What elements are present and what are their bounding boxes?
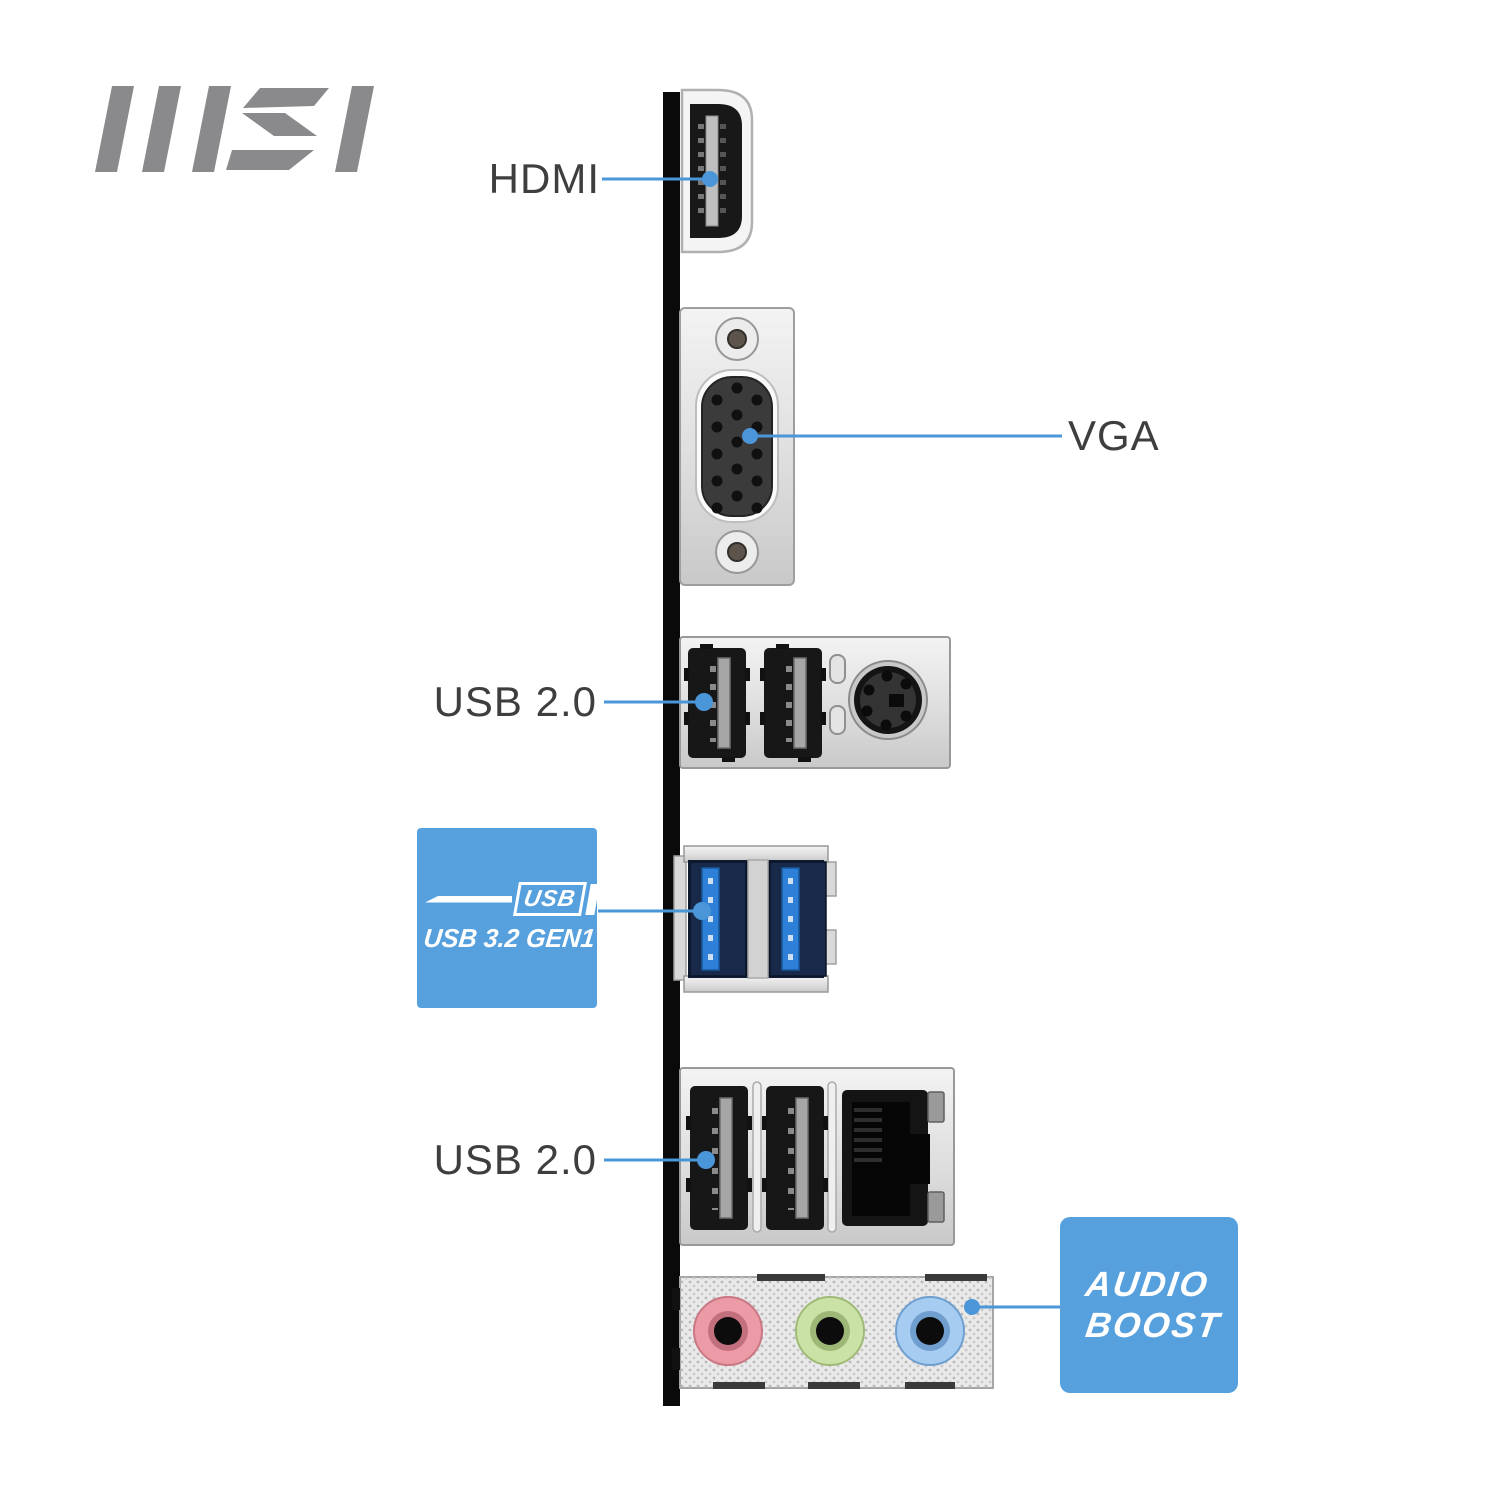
audio-jack-pink: [693, 1296, 763, 1366]
usb2-top-callout-dot: [695, 693, 713, 711]
audio-callout-dot: [964, 1299, 980, 1315]
usb2-top-label: USB 2.0: [433, 678, 597, 725]
usb3-port: [689, 861, 747, 977]
usb2-port: [760, 644, 826, 762]
msi-logo: [95, 86, 374, 172]
audio-jack-green: [795, 1296, 865, 1366]
usb2-lan-block: [679, 1067, 955, 1246]
msi-logo-label: [95, 86, 380, 172]
usb-logo-bar: [425, 895, 513, 903]
usb32-gen1-badge: USB USB 3.2 GEN1: [417, 828, 600, 1008]
hdmi-callout-dot: [702, 171, 718, 187]
lan-port-icon: [842, 1090, 945, 1226]
ps2-port-icon: [829, 654, 928, 740]
callout-lines: [598, 171, 1062, 1315]
usb32-gen1-block: [673, 845, 837, 993]
hdmi-port-icon: [680, 88, 754, 254]
hdmi-label: HDMI: [488, 155, 600, 202]
vga-port-icon: [679, 307, 795, 586]
usb2-ps2-block: [679, 636, 951, 769]
usb32-callout-dot: [693, 902, 711, 920]
usb2-port: [762, 1086, 828, 1230]
audio-jack-blue: [895, 1296, 965, 1366]
audio-jacks-block: [672, 1274, 994, 1389]
vga-callout-dot: [742, 428, 758, 444]
usb32-caption: USB 3.2 GEN1: [422, 922, 597, 953]
vga-label: VGA: [1068, 412, 1160, 459]
usb2-port: [684, 644, 750, 762]
audio-boost-badge: AUDIO BOOST: [1060, 1217, 1238, 1393]
usb-logo-text: USB: [513, 882, 588, 916]
usb-logo: USB: [417, 882, 600, 916]
audio-boost-line1: AUDIO: [1083, 1264, 1212, 1304]
io-shield-edge-bar: [663, 92, 680, 1406]
usb2-bottom-label: USB 2.0: [433, 1136, 597, 1183]
usb2-port: [686, 1086, 752, 1230]
usb3-port: [769, 861, 827, 977]
usb2-bottom-callout-dot: [697, 1151, 715, 1169]
audio-boost-line2: BOOST: [1083, 1306, 1224, 1345]
